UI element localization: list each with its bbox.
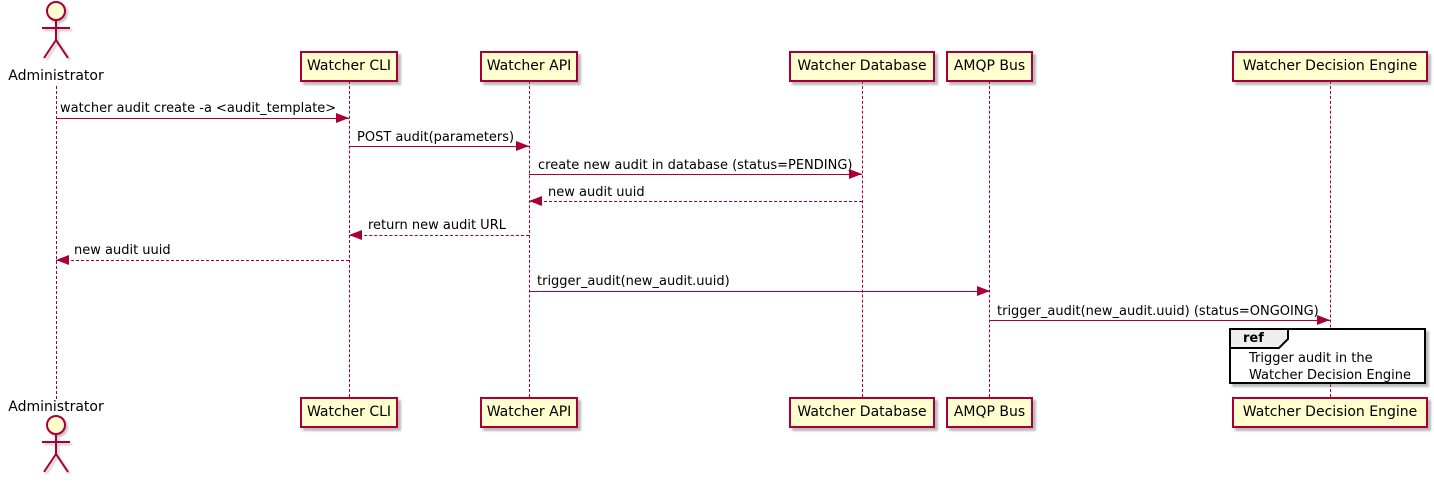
participant-box-watcher-database-top: Watcher Database: [789, 51, 935, 82]
actor-administrator-icon: [42, 1, 70, 59]
arrowhead-right-icon: [977, 286, 990, 296]
message-4-label: new audit uuid: [548, 185, 645, 200]
ref-fragment: ref Trigger audit in the Watcher Decisio…: [1229, 328, 1426, 384]
lifeline-watcher-database: [861, 81, 863, 397]
message-4-line: [529, 201, 862, 202]
message-1-label: watcher audit create -a <audit_template>: [60, 101, 337, 116]
message-7-label: trigger_audit(new_audit.uuid): [537, 274, 730, 289]
message-2-line: [349, 146, 529, 147]
participant-box-amqp-bus-top: AMQP Bus: [946, 51, 1033, 82]
message-6-label: new audit uuid: [74, 243, 171, 258]
arrowhead-left-icon: [529, 196, 542, 206]
actor-administrator-label-top: Administrator: [8, 68, 104, 84]
actor-administrator-label-bottom: Administrator: [8, 399, 104, 415]
lifeline-watcher-decision-engine: [1329, 81, 1331, 397]
participant-box-watcher-cli-bottom: Watcher CLI: [300, 397, 398, 428]
arrowhead-right-icon: [1317, 315, 1330, 325]
message-2-label: POST audit(parameters): [357, 130, 515, 145]
message-8-label: trigger_audit(new_audit.uuid) (status=ON…: [997, 304, 1319, 319]
arrowhead-right-icon: [516, 141, 529, 151]
message-3-line: [529, 174, 862, 175]
message-7-line: [529, 291, 990, 292]
participant-box-watcher-cli-top: Watcher CLI: [300, 51, 398, 82]
participant-box-amqp-bus-bottom: AMQP Bus: [946, 397, 1033, 428]
participant-box-watcher-database-bottom: Watcher Database: [789, 397, 935, 428]
lifeline-amqp-bus: [989, 81, 990, 397]
arrowhead-left-icon: [349, 230, 362, 240]
message-3-label: create new audit in database (status=PEN…: [538, 158, 853, 173]
arrowhead-left-icon: [56, 255, 69, 265]
actor-administrator-icon: [42, 415, 70, 473]
arrowhead-right-icon: [849, 169, 862, 179]
message-5-line: [349, 235, 529, 236]
lifeline-watcher-api: [528, 81, 530, 397]
ref-text-line2: Watcher Decision Engine: [1249, 368, 1411, 383]
ref-keyword: ref: [1243, 331, 1264, 346]
message-8-line: [990, 320, 1330, 321]
message-5-label: return new audit URL: [368, 218, 506, 233]
arrowhead-right-icon: [336, 113, 349, 123]
ref-tab-icon: [1229, 328, 1289, 349]
participant-box-watcher-decision-engine-top: Watcher Decision Engine: [1232, 51, 1428, 82]
message-1-line: [56, 118, 349, 119]
ref-text-line1: Trigger audit in the: [1249, 351, 1373, 366]
message-6-line: [56, 260, 349, 261]
participant-box-watcher-api-bottom: Watcher API: [480, 397, 578, 428]
participant-box-watcher-api-top: Watcher API: [480, 51, 578, 82]
lifeline-administrator: [55, 86, 57, 399]
participant-box-watcher-decision-engine-bottom: Watcher Decision Engine: [1232, 397, 1428, 428]
